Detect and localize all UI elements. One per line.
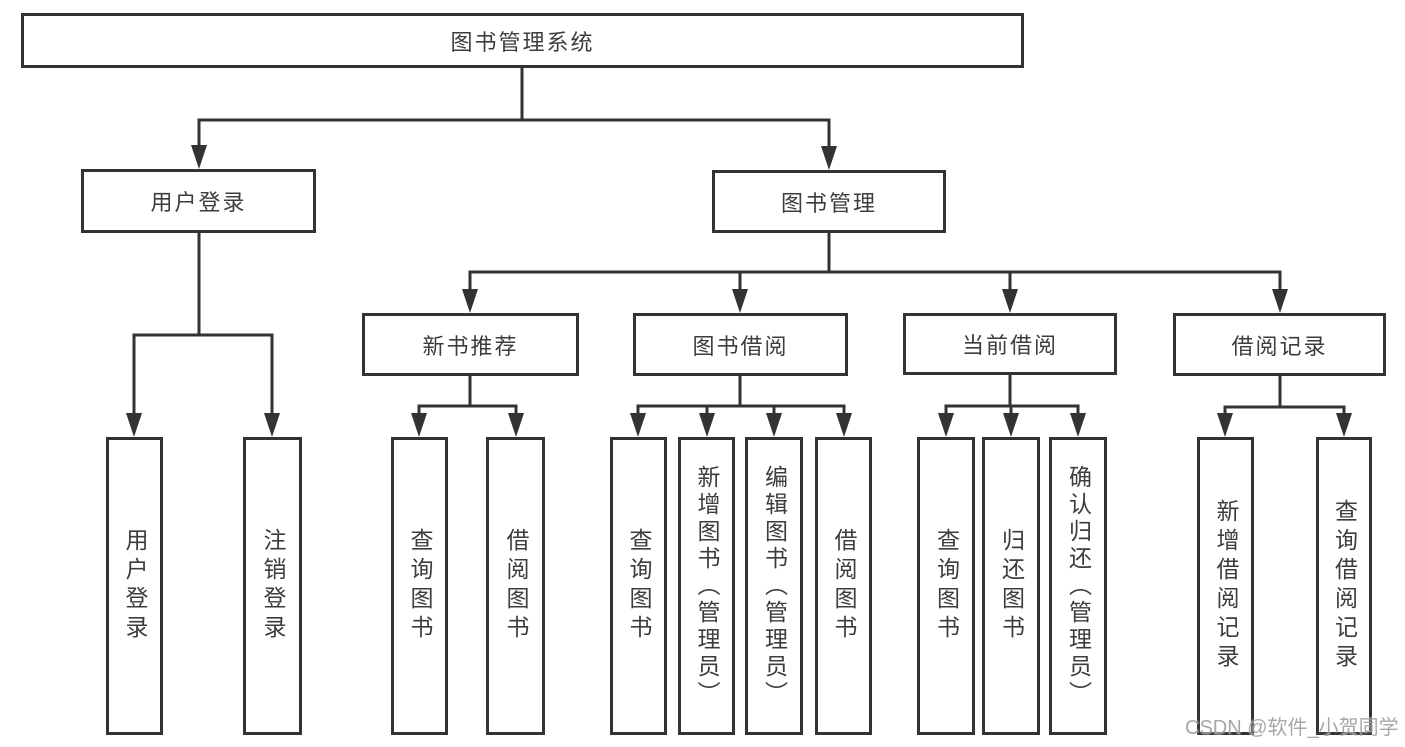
leaf-query-books-2: 查询图书 [610,437,667,735]
leaf-borrow-books-1-label: 借阅图书 [503,528,529,644]
csdn-watermark: CSDN @软件_小贺同学 [1185,717,1399,739]
leaf-logout-label: 注销登录 [260,528,286,644]
leaf-logout: 注销登录 [243,437,302,735]
node-book-management: 图书管理 [712,170,946,233]
node-book-borrow-label: 图书借阅 [692,333,789,359]
leaf-confirm-return-admin: 确认归还（管理员） [1049,437,1107,735]
leaf-borrow-books-2: 借阅图书 [815,437,872,735]
leaf-query-books-1-label: 查询图书 [407,528,433,644]
node-borrow-records: 借阅记录 [1173,313,1386,376]
leaf-borrow-books-2-label: 借阅图书 [831,528,857,644]
arrowheads [126,145,1352,437]
leaf-query-borrow-record: 查询借阅记录 [1316,437,1372,735]
leaf-return-books-label: 归还图书 [998,528,1025,644]
leaf-user-login: 用户登录 [106,437,163,735]
node-root-label: 图书管理系统 [450,29,595,55]
node-new-book-recommend-label: 新书推荐 [422,333,519,359]
node-borrow-records-label: 借阅记录 [1231,333,1328,359]
node-root: 图书管理系统 [21,13,1024,68]
node-user-login: 用户登录 [81,169,316,233]
leaf-edit-book-admin-label: 编辑图书（管理员） [761,464,788,708]
leaf-confirm-return-admin-label: 确认归还（管理员） [1065,464,1092,708]
leaf-edit-book-admin: 编辑图书（管理员） [745,437,803,735]
leaf-query-books-2-label: 查询图书 [626,528,652,644]
leaf-query-books-3-label: 查询图书 [933,528,960,644]
leaf-query-books-1: 查询图书 [391,437,448,735]
leaf-add-book-admin: 新增图书（管理员） [678,437,735,735]
leaf-add-borrow-record: 新增借阅记录 [1197,437,1254,735]
leaf-add-borrow-record-label: 新增借阅记录 [1213,499,1239,673]
leaf-borrow-books-1: 借阅图书 [486,437,545,735]
leaf-return-books: 归还图书 [982,437,1040,735]
node-book-management-label: 图书管理 [780,190,877,216]
node-book-borrow: 图书借阅 [633,313,848,376]
leaf-query-borrow-record-label: 查询借阅记录 [1331,499,1358,673]
node-current-borrow-label: 当前借阅 [961,333,1058,358]
node-new-book-recommend: 新书推荐 [362,313,579,376]
node-user-login-label: 用户登录 [150,190,247,215]
leaf-add-book-admin-label: 新增图书（管理员） [694,464,720,708]
leaf-query-books-3: 查询图书 [917,437,975,735]
node-current-borrow: 当前借阅 [903,313,1117,375]
leaf-user-login-label: 用户登录 [122,528,148,644]
